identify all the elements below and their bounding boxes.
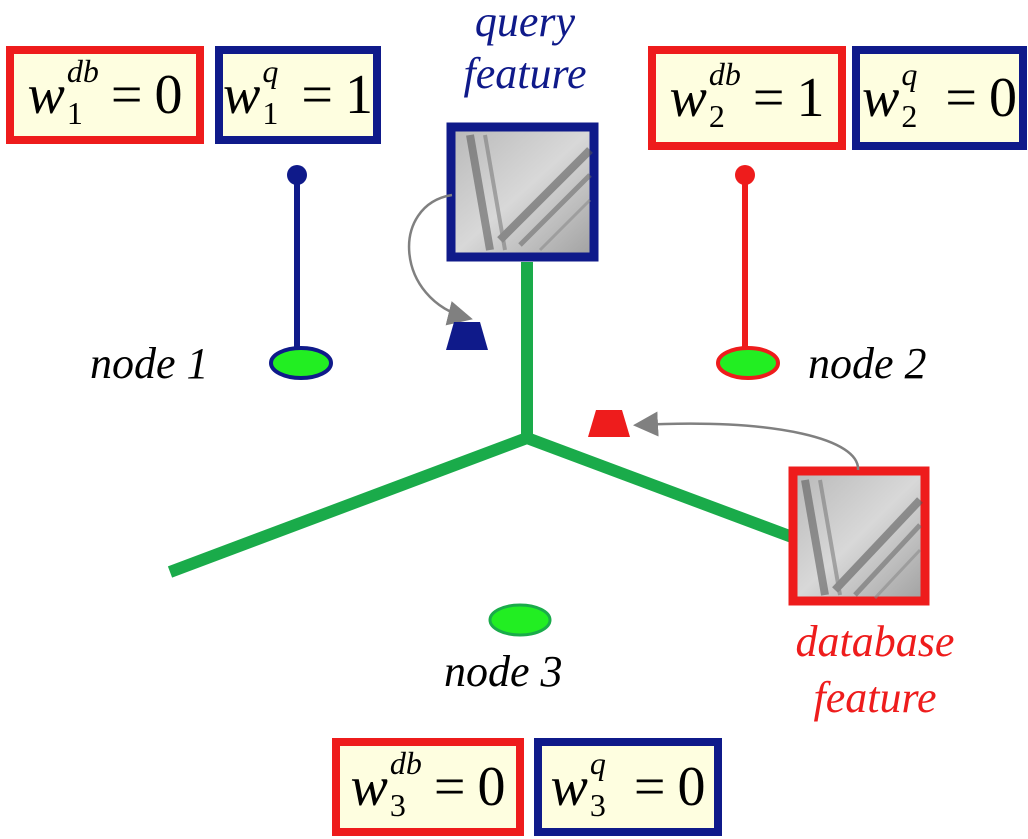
query-descriptor-marker xyxy=(446,322,488,350)
database-descriptor-arrow xyxy=(633,411,860,471)
node-1-ellipse xyxy=(269,346,333,380)
node-2-stem-cap xyxy=(735,165,755,185)
query-descriptor-arrow xyxy=(407,193,473,326)
database-descriptor-marker xyxy=(588,410,630,437)
node-1-label: node 1 xyxy=(90,339,209,388)
node-3-ellipse xyxy=(488,603,552,637)
query-feature-patch xyxy=(446,122,599,262)
node-2 xyxy=(716,165,780,380)
node-1-stem-cap xyxy=(287,165,307,185)
database-feature-patch xyxy=(788,466,930,606)
tree-branch-right xyxy=(524,432,803,546)
node-2-ellipse xyxy=(716,346,780,380)
node-2-label: node 2 xyxy=(808,339,927,388)
node-3-label: node 3 xyxy=(444,647,563,696)
database-feature-label: database feature xyxy=(795,617,955,722)
vocabulary-tree xyxy=(167,262,803,578)
node-1 xyxy=(269,165,333,380)
tree-branch-left xyxy=(167,432,530,578)
query-feature-label: query feature xyxy=(463,0,587,98)
